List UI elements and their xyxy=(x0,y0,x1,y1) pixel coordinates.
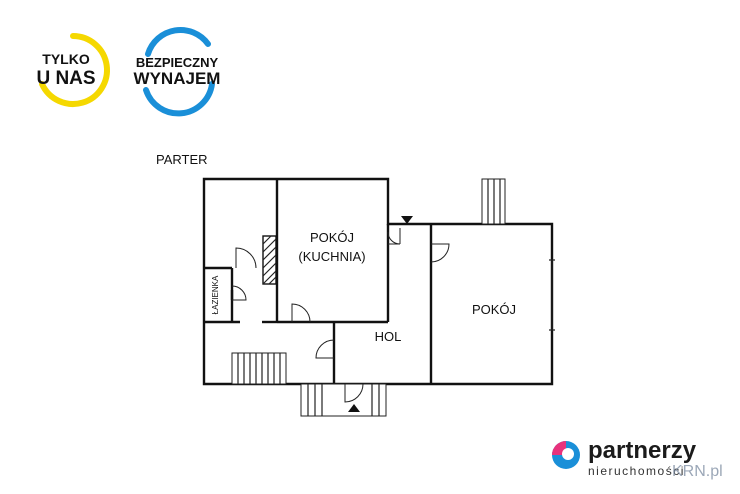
room-label-room: POKÓJ xyxy=(472,302,516,317)
exclusive-offer-badge: TYLKO U NAS xyxy=(36,33,110,107)
interior-walls xyxy=(204,179,433,384)
doors xyxy=(231,228,450,403)
floor-label: PARTER xyxy=(156,152,208,167)
room-label-kitchen-line1: POKÓJ xyxy=(310,230,354,245)
windows xyxy=(549,259,555,331)
hall-entry-arrow-icon xyxy=(401,216,413,224)
entrance-steps xyxy=(300,383,387,417)
entrance-arrows xyxy=(348,216,413,412)
badge-safe-rent-line2: WYNAJEM xyxy=(134,69,221,88)
partnerzy-logo-icon xyxy=(552,441,580,469)
terrace-steps xyxy=(481,178,506,225)
room-label-kitchen-line2: (KUCHNIA) xyxy=(298,249,365,264)
safe-rent-badge: BEZPIECZNY WYNAJEM xyxy=(134,27,221,117)
brand-watermark: KRN.pl xyxy=(672,463,723,480)
outer-walls xyxy=(202,177,554,386)
brand-tagline: nieruchomości xyxy=(588,464,685,478)
room-label-bathroom: ŁAZIENKA xyxy=(211,275,220,314)
interior-stairs xyxy=(231,352,287,385)
badge-exclusive-line2: U NAS xyxy=(36,68,95,89)
badge-safe-rent-line1: BEZPIECZNY xyxy=(136,55,219,70)
brand-logo: partnerzy nieruchomości KRN.pl xyxy=(552,437,723,480)
room-label-hall: HOL xyxy=(375,329,402,344)
badge-exclusive-line1: TYLKO xyxy=(42,51,90,67)
brand-name: partnerzy xyxy=(588,437,697,464)
chimney-hatch xyxy=(262,235,277,285)
main-entry-arrow-icon xyxy=(348,404,360,412)
